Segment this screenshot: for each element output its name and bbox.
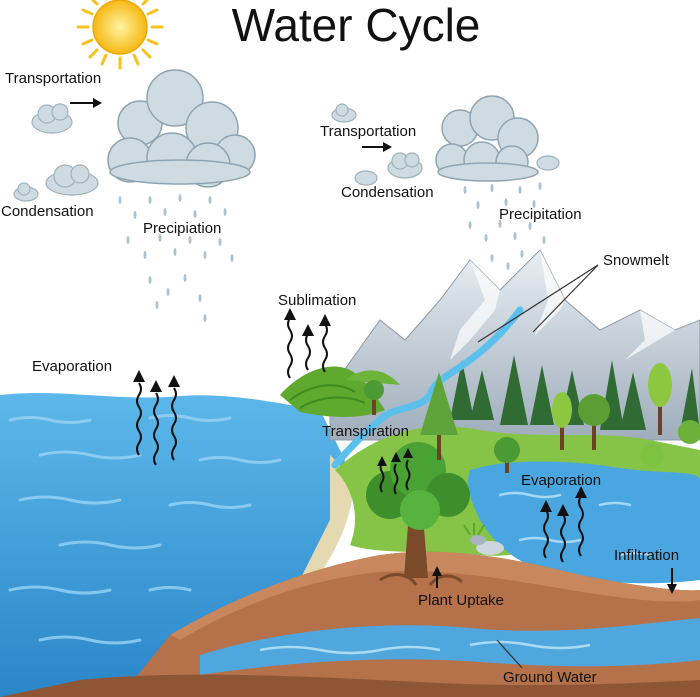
rain-right-icon [463,182,546,270]
label-infiltration: Infiltration [614,547,680,564]
label-condensation-left: Condensation [1,203,94,220]
label-precipitation-right: Precipitation [499,206,582,223]
label-ground-water: Ground Water [503,669,597,686]
evaporation-lake-arrows-icon [543,495,584,563]
evaporation-lake-arrowheads-icon [540,486,587,516]
label-evaporation-sea: Evaporation [32,358,113,375]
label-precipitation-left: Precipiation [143,220,222,237]
label-plant-uptake: Plant Uptake [418,592,504,609]
cloud-icon [331,103,560,186]
infiltration-arrow-icon [667,568,677,594]
cloud-icon [13,103,99,202]
label-sublimation: Sublimation [278,292,357,309]
diagram-title: Water Cycle [231,0,481,51]
label-evaporation-lake: Evaporation [521,472,602,489]
label-snowmelt: Snowmelt [603,252,669,269]
lake [468,461,700,584]
tree-icon [366,442,470,586]
sublimation-arrowheads-icon [284,308,331,336]
rain-left-icon [118,194,234,322]
label-transportation-left: Transportation [5,70,102,87]
label-transportation-right: Transportation [320,123,417,140]
rain-cloud-icon [107,69,256,188]
rain-cloud-icon [435,95,539,182]
evaporation-sea-arrowheads-icon [133,370,180,392]
transpiration-arrowheads-icon [377,448,413,466]
label-transpiration: Transpiration [322,423,409,440]
snowmelt-leader-lines [477,264,599,343]
ground-water [200,618,700,675]
plant-uptake-arrow-icon [432,566,442,588]
transportation-arrow-icon [70,98,392,152]
sublimation-arrows-icon [287,317,328,379]
ground-water-leader-line [496,639,523,669]
tree-icon [364,363,672,473]
bush-icon [463,420,700,555]
label-condensation-right: Condensation [341,184,434,201]
snowmelt-river [331,306,524,469]
transpiration-arrows-icon [379,459,411,495]
sun-icon [76,0,164,70]
forest [450,355,700,432]
evaporation-sea-arrows-icon [136,382,177,466]
bedrock [0,674,700,697]
